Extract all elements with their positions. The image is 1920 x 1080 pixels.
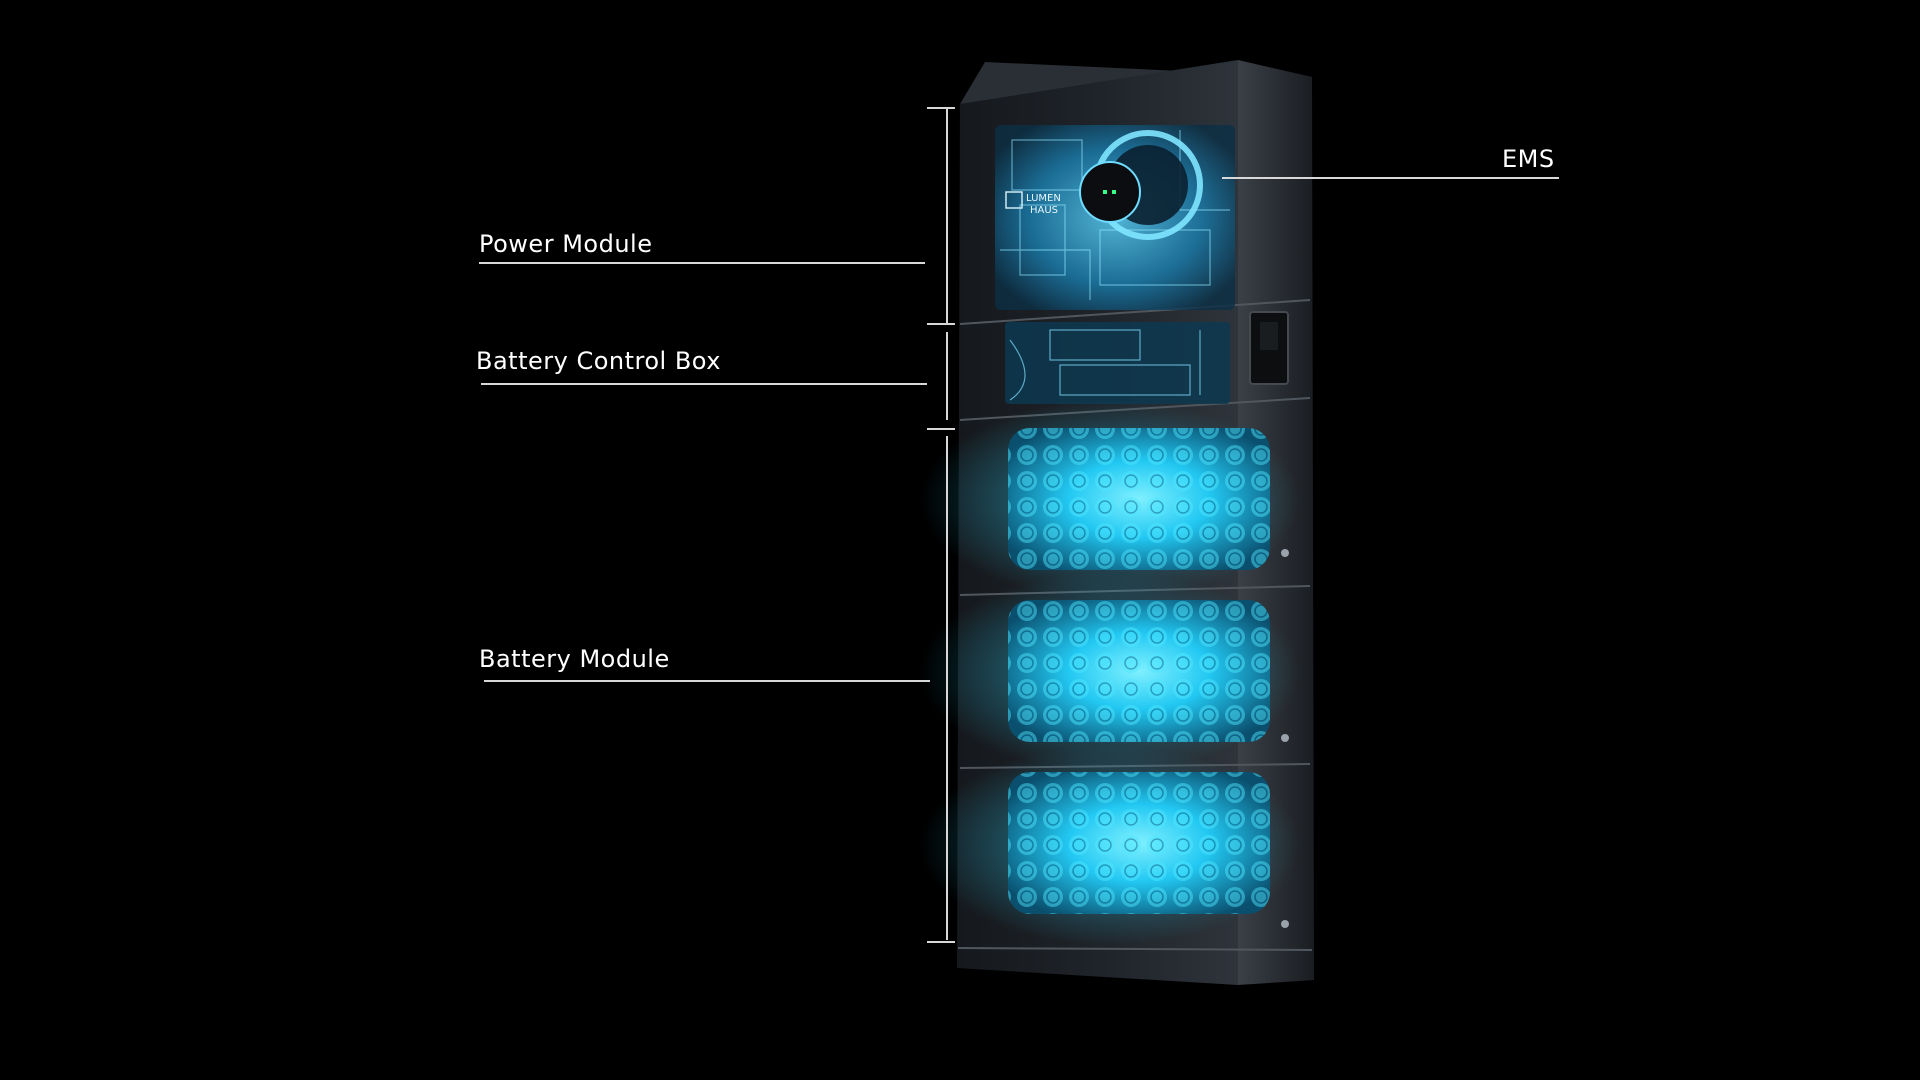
separator-base (957, 947, 1313, 951)
logo-text-1: LUMEN (1026, 193, 1061, 204)
dimension-brackets (927, 107, 955, 943)
battery-module-2 (920, 572, 1300, 772)
leader-line-power-module (479, 262, 925, 264)
leader-line-battery-module (484, 680, 930, 682)
label-power-module: Power Module (479, 230, 653, 258)
separator-power (959, 299, 1311, 325)
battery-module-3 (920, 745, 1300, 945)
ems-indicator-2 (1112, 190, 1116, 194)
label-ems: EMS (1502, 145, 1555, 173)
label-battery-module: Battery Module (479, 645, 670, 673)
breaker-handle (1260, 322, 1278, 350)
leader-line-battery-control-box (481, 383, 927, 385)
control-box-internals (1005, 322, 1230, 404)
brand-logo: LUMEN HAUS (1005, 191, 1061, 216)
logo-text-2: HAUS (1030, 205, 1058, 216)
ems-indicator (1103, 190, 1107, 194)
power-module-wiring (1000, 130, 1230, 300)
control-box-wiring (1009, 329, 1201, 401)
ems-display (1079, 161, 1141, 223)
battery-module-1 (920, 400, 1300, 600)
leader-line-ems (1222, 177, 1559, 179)
label-battery-control-box: Battery Control Box (476, 347, 721, 375)
